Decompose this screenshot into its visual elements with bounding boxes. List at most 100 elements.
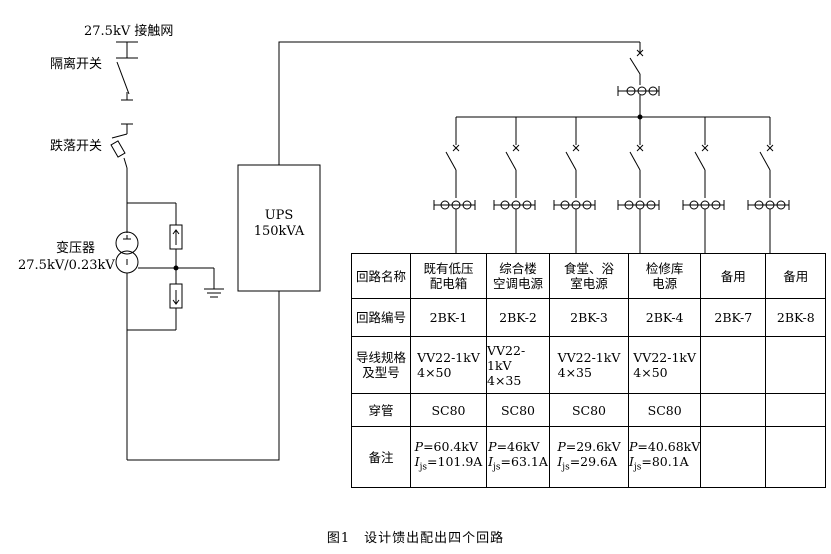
current-symbol: I: [414, 453, 420, 469]
catenary-connection: [116, 41, 138, 59]
cable-spec-cell: [765, 336, 827, 394]
power-number: =29.6kV: [565, 438, 621, 454]
power-number: =60.4kV: [423, 438, 478, 454]
circuit-name-cell: 既有低压配电箱: [410, 253, 487, 299]
conduit-cell: SC80: [627, 393, 702, 427]
remark-cell: [700, 426, 767, 488]
isolator-label: 隔离开关: [50, 57, 103, 72]
circuit-name-cell: 食堂、浴室电源: [549, 253, 629, 299]
row-header-line: 穿管: [368, 402, 394, 418]
row-header: 回路名称: [351, 253, 411, 299]
circuit-name-cell: 备用: [765, 253, 827, 299]
feeder-branches: [455, 117, 771, 145]
circuit-name-cell-line: 综合楼: [499, 261, 537, 276]
cable-spec-line: 4×35: [557, 365, 592, 380]
transformer-symbol: [115, 231, 139, 274]
drop-out-fuse: [110, 133, 128, 169]
ground-symbol: [204, 268, 224, 298]
row-header-line: 备注: [368, 449, 394, 465]
surge-arresters: [169, 203, 183, 330]
circuit-name-cell-line: 室电源: [570, 276, 608, 291]
isolating-switch: [116, 61, 133, 134]
circuit-name-cell-line: 空调电源: [492, 276, 543, 291]
cable-spec-line: 4×35: [487, 372, 522, 388]
cable-spec-line: VV22-1kV: [487, 342, 526, 373]
conduit-cell: SC80: [486, 393, 550, 427]
cable-spec-cell: [700, 336, 767, 394]
power-symbol: P: [414, 438, 424, 454]
power-symbol: P: [488, 438, 497, 454]
row-header: 回路编号: [351, 298, 411, 337]
circuit-name-cell-line: 既有低压: [423, 261, 474, 276]
cable-spec-line: 4×50: [417, 365, 452, 380]
cable-spec-line: VV22-1kV: [557, 350, 621, 365]
current-symbol: I: [488, 453, 494, 469]
current-number: =29.6A: [569, 453, 618, 469]
power-symbol: P: [629, 438, 638, 454]
current-subscript: js: [419, 462, 428, 473]
circuit-code-cell: 2BK-3: [549, 298, 629, 337]
power-number: =40.68kV: [637, 438, 701, 454]
power-symbol: P: [557, 438, 566, 454]
ups-name: UPS: [264, 208, 294, 223]
circuit-name-cell-line: 电源: [652, 276, 678, 291]
row-header-line: 导线规格: [355, 350, 406, 365]
power-value: P=29.6kV: [557, 439, 620, 454]
circuit-code-cell: 2BK-7: [700, 298, 767, 337]
figure-caption: 图1 设计馈出配出四个回路: [326, 531, 505, 546]
circuit-name-cell: 备用: [700, 253, 767, 299]
circuit-name-cell-line: 备用: [783, 268, 809, 284]
circuit-name-cell-line: 食堂、浴: [563, 261, 614, 276]
drop-out-label: 跌落开关: [50, 139, 103, 154]
current-value: Ijs=80.1A: [629, 454, 700, 476]
cable-spec-line: VV22-1kV: [417, 350, 480, 365]
current-symbol: I: [629, 453, 634, 469]
circuit-name-cell-line: 配电箱: [429, 276, 468, 291]
current-value: Ijs=29.6A: [557, 454, 620, 476]
cable-spec-line: 4×50: [633, 365, 668, 380]
cable-spec-line: VV22-1kV: [633, 350, 697, 365]
feeder-switches: [433, 144, 790, 253]
row-header-line: 及型号: [362, 365, 400, 380]
current-subscript: js: [493, 462, 501, 473]
circuit-code-cell: 2BK-2: [486, 298, 550, 337]
circuit-name-cell-line: 检修库: [645, 261, 684, 276]
current-value: Ijs=101.9A: [415, 454, 483, 476]
current-number: =101.9A: [427, 453, 483, 469]
power-value: P=40.68kV: [629, 439, 700, 454]
conduit-cell: SC80: [410, 393, 487, 427]
circuit-name-cell: 综合楼空调电源: [486, 253, 550, 299]
catenary-label: 27.5kV 接触网: [84, 24, 174, 39]
row-header: 导线规格及型号: [351, 336, 411, 394]
row-header: 备注: [351, 426, 411, 488]
current-number: =80.1A: [641, 453, 689, 469]
row-header: 穿管: [351, 393, 411, 427]
current-value: Ijs=63.1A: [488, 454, 548, 476]
current-subscript: js: [633, 462, 642, 473]
circuit-name-cell-line: 备用: [720, 268, 746, 284]
conduit-cell: [765, 393, 827, 427]
power-value: P=60.4kV: [415, 439, 483, 454]
ups-rating: 150kVA: [253, 224, 305, 239]
table-row: 回路名称既有低压配电箱综合楼空调电源食堂、浴室电源检修库电源备用备用: [351, 253, 827, 299]
remark-cell: [765, 426, 827, 488]
conduit-cell: [700, 393, 767, 427]
current-symbol: I: [557, 453, 563, 469]
